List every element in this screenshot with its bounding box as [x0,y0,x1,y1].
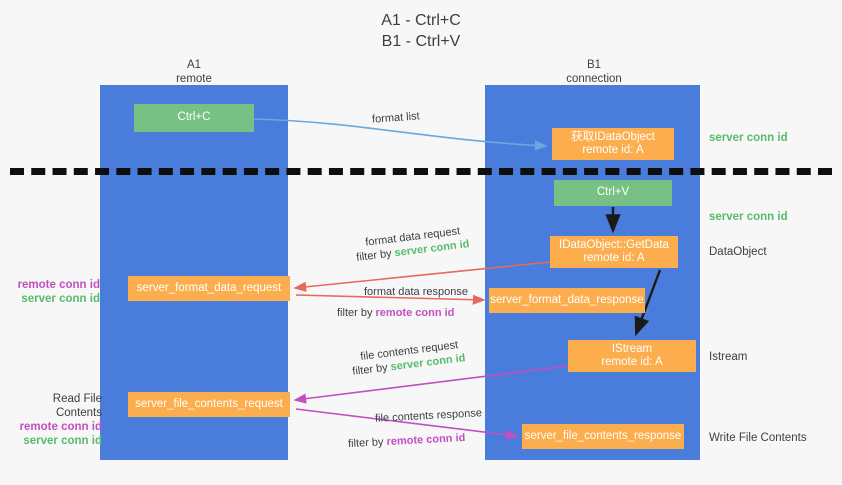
filter-by-text-2: filter by [337,307,373,319]
page-title: A1 - Ctrl+C B1 - Ctrl+V [0,10,842,52]
node-istream-sub: remote id: A [601,356,663,368]
lane-header-a1-role: remote [176,73,212,85]
lane-header-b1-name: B1 [586,59,602,71]
lane-header-b1: B1 connection [534,58,654,86]
node-getdata[interactable]: IDataObject::GetData remote id: A [550,236,678,268]
node-server-file-contents-request[interactable]: server_file_contents_request [128,392,290,417]
annotation-read-file-contents: Read File Contents [52,393,102,419]
lane-header-a1-name: A1 [186,59,202,71]
node-idataobject[interactable]: 获取IDataObject remote id: A [552,128,674,160]
edge-label-file-contents-response-filter: filter by remote conn id [348,431,466,451]
node-istream-label: IStream [611,342,653,355]
annotation-conn-ids-format: remote conn id server conn id [8,278,100,306]
node-ctrl-c-label: Ctrl+C [177,111,211,124]
annotation-istream: Istream [709,351,748,363]
node-server-file-contents-response-label: server_file_contents_response [524,429,682,442]
filter-by-text-4: filter by [347,436,384,451]
node-idataobject-label: 获取IDataObject [571,130,655,143]
node-server-format-data-response[interactable]: server_format_data_response [489,288,645,313]
annotation-server-conn-id-format: server conn id [21,293,100,305]
node-server-file-contents-response[interactable]: server_file_contents_response [522,424,684,449]
edge-label-format-data-response: format data response [364,286,468,298]
filter-by-text-3: filter by [351,361,389,378]
node-idataobject-sub: remote id: A [582,144,644,156]
node-ctrl-c[interactable]: Ctrl+C [134,104,254,132]
annotation-write-file-contents: Write File Contents [709,432,807,444]
annotation-server-conn-id-file: server conn id [23,435,102,447]
node-getdata-label: IDataObject::GetData [559,238,669,251]
filter-by-text-1: filter by [355,247,393,264]
node-ctrl-v-label: Ctrl+V [596,186,630,199]
node-istream[interactable]: IStream remote id: A [568,340,696,372]
title-line-2: B1 - Ctrl+V [381,33,461,50]
edge-label-format-data-response-filter: filter by remote conn id [337,306,454,320]
annotation-server-conn-id-second: server conn id [709,211,788,223]
filter-remote-conn-id-2: remote conn id [386,431,466,449]
node-server-format-data-response-label: server_format_data_response [490,293,644,306]
edge-label-file-contents-response: file contents response [374,407,483,425]
annotation-remote-conn-id-file: remote conn id [19,421,102,433]
node-server-format-data-request[interactable]: server_format_data_request [128,276,290,301]
filter-remote-conn-id-1: remote conn id [375,307,455,319]
annotation-server-conn-id-top: server conn id [709,132,788,144]
title-line-1: A1 - Ctrl+C [381,12,461,29]
edge-label-format-list: format list [371,110,421,126]
node-getdata-sub: remote id: A [583,252,645,264]
annotation-read-file-contents-group: Read File Contents remote conn id server… [6,392,102,448]
node-ctrl-v[interactable]: Ctrl+V [554,180,672,206]
annotation-data-object: DataObject [709,246,767,258]
annotation-remote-conn-id-format: remote conn id [17,279,100,291]
lane-header-b1-role: connection [566,73,622,85]
node-server-file-contents-request-label: server_file_contents_request [135,397,283,410]
node-server-format-data-request-label: server_format_data_request [136,281,282,294]
phase-separator [10,168,832,175]
lane-header-a1: A1 remote [134,58,254,86]
